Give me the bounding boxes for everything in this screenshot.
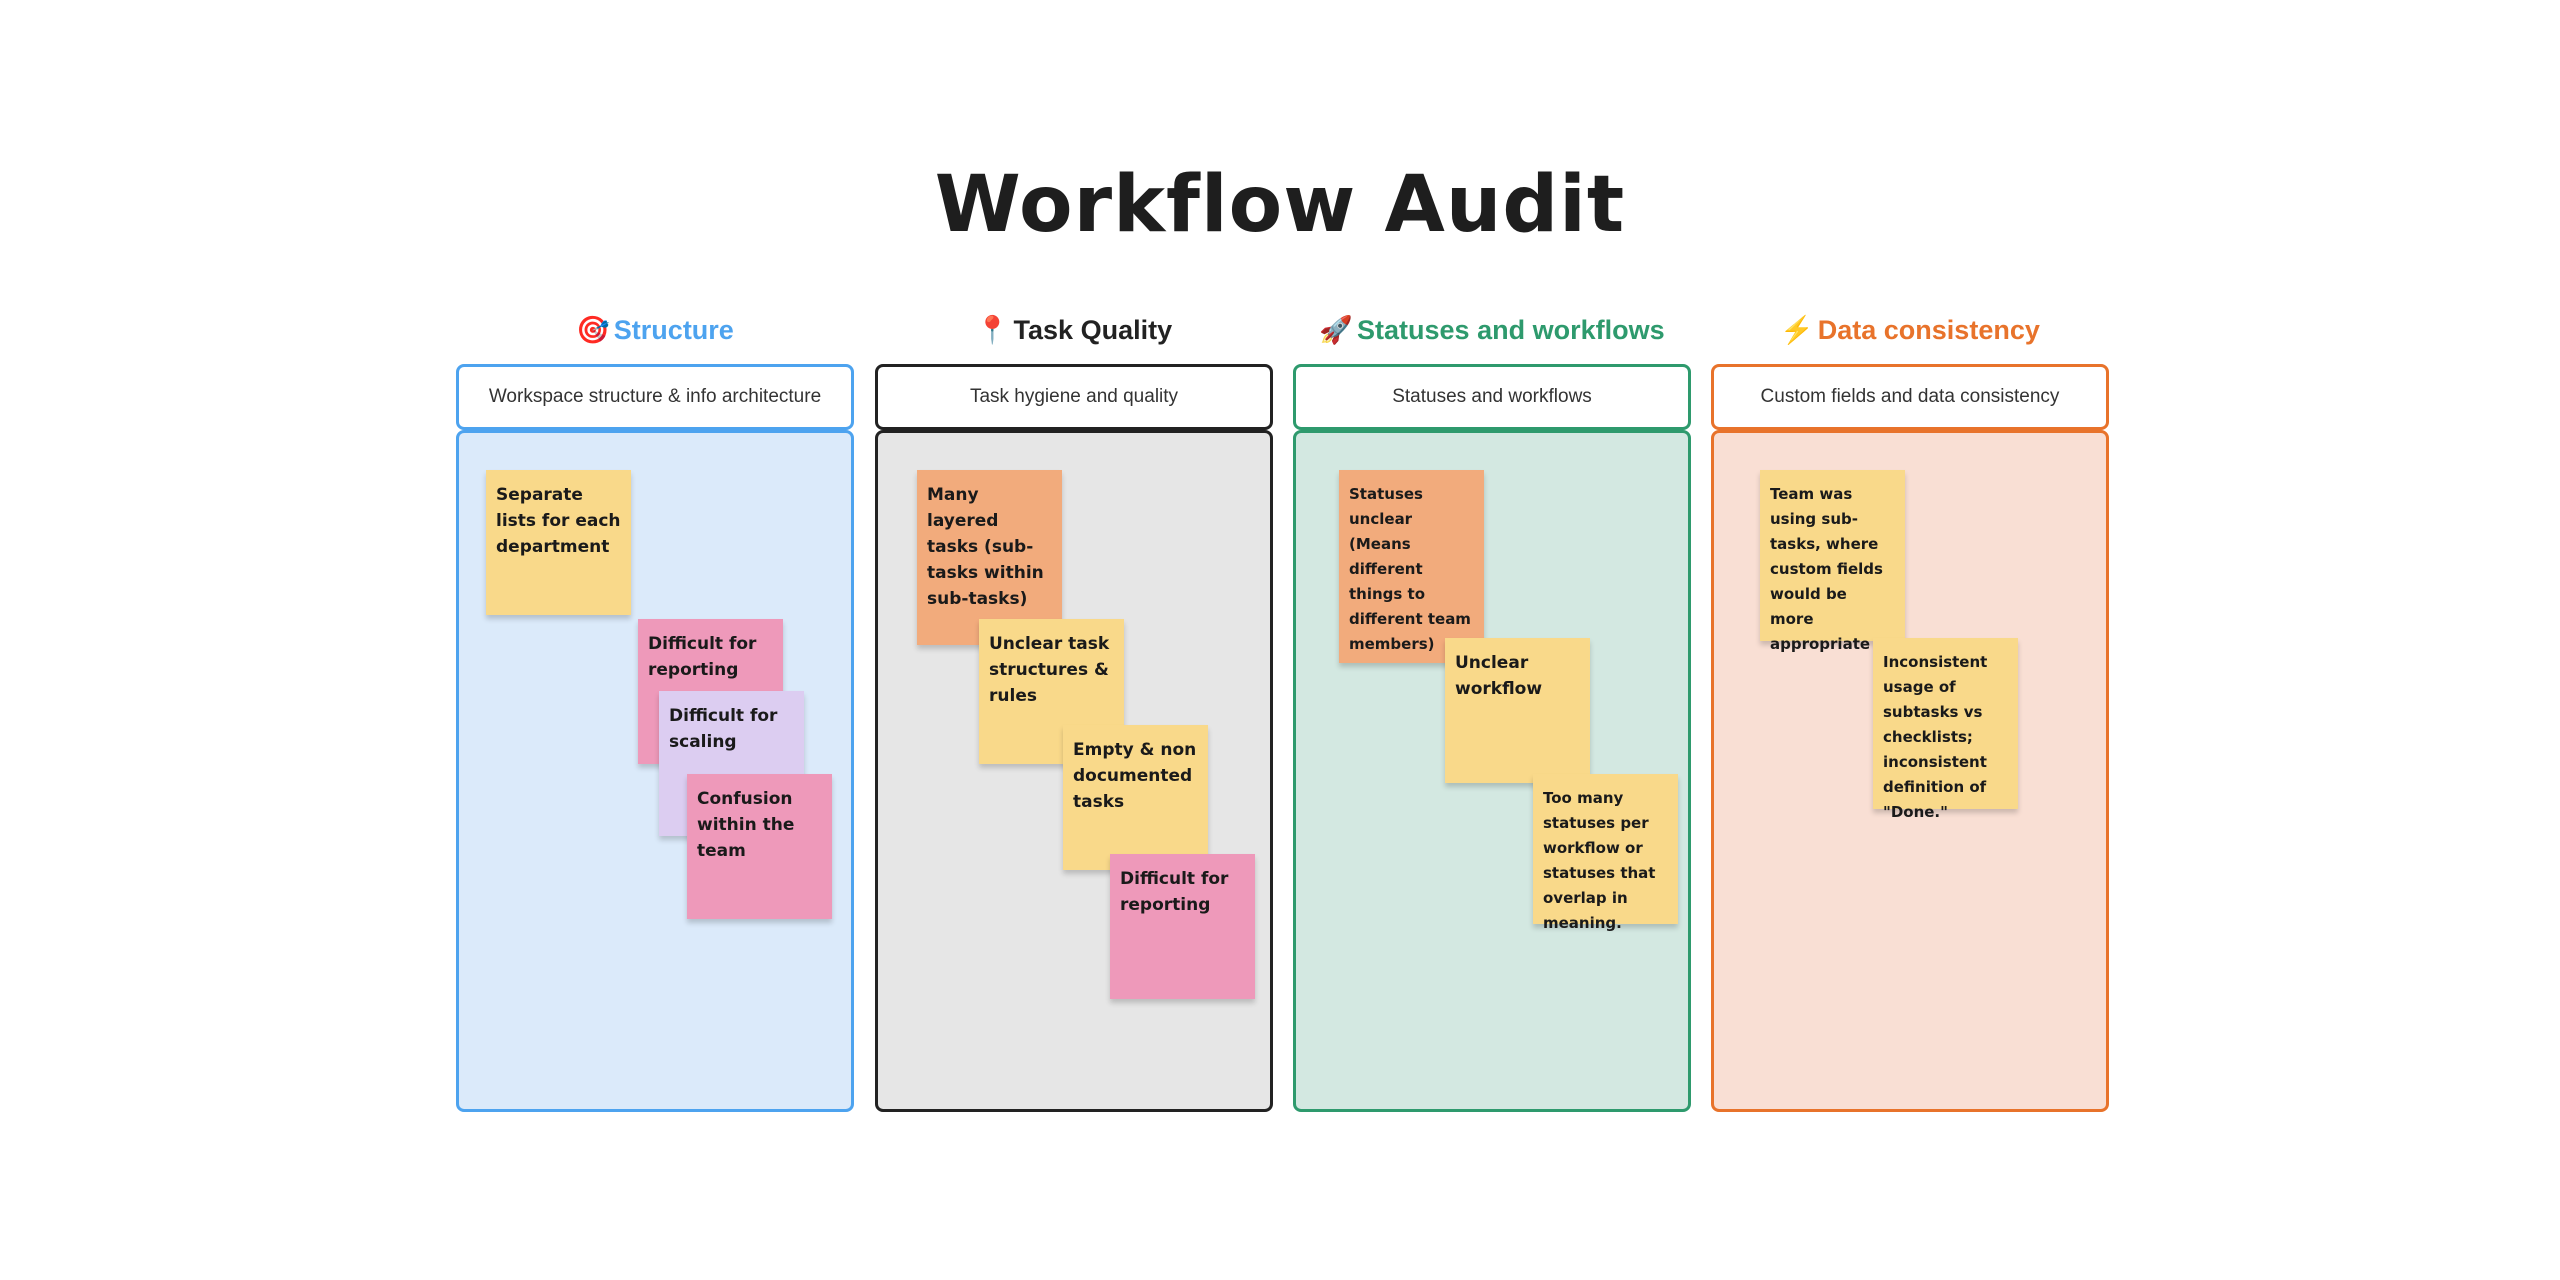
column-structure: 🎯Structure Workspace structure & info ar…: [456, 310, 854, 1112]
sticky-note[interactable]: Confusion within the team: [687, 774, 832, 919]
column-subtitle: Task hygiene and quality: [969, 386, 1179, 407]
column-emoji-icon: 🚀: [1319, 315, 1354, 345]
column-subtitle-box[interactable]: Custom fields and data consistency: [1711, 364, 2109, 430]
column-emoji-icon: 📍: [975, 315, 1010, 345]
column-subtitle: Workspace structure & info architecture: [488, 386, 822, 407]
column-heading: 🚀Statuses and workflows: [1253, 310, 1731, 350]
column-subtitle-box[interactable]: Task hygiene and quality: [875, 364, 1273, 430]
column-body[interactable]: Many layered tasks (sub-tasks within sub…: [875, 430, 1273, 1112]
sticky-note[interactable]: Team was using sub-tasks, where custom f…: [1760, 470, 1905, 653]
sticky-note[interactable]: Too many statuses per workflow or status…: [1533, 774, 1678, 932]
column-subtitle-box[interactable]: Workspace structure & info architecture: [456, 364, 854, 430]
sticky-note[interactable]: Difficult for reporting: [1110, 854, 1255, 999]
column-emoji-icon: ⚡: [1780, 315, 1814, 345]
column-heading: 📍Task Quality: [835, 310, 1313, 350]
column-heading: ⚡Data consistency: [1671, 310, 2149, 350]
board-title: Workflow Audit: [934, 160, 1626, 250]
sticky-note[interactable]: Empty & non documented tasks: [1063, 725, 1208, 870]
column-task-quality: 📍Task Quality Task hygiene and quality M…: [875, 310, 1273, 1112]
column-body[interactable]: Team was using sub-tasks, where custom f…: [1711, 430, 2109, 1112]
column-heading-text: Data consistency: [1817, 315, 2040, 345]
sticky-note[interactable]: Many layered tasks (sub-tasks within sub…: [917, 470, 1062, 645]
column-subtitle: Custom fields and data consistency: [1760, 386, 2060, 407]
column-data-consistency: ⚡Data consistency Custom fields and data…: [1711, 310, 2109, 1112]
sticky-note[interactable]: Statuses unclear (Means different things…: [1339, 470, 1484, 663]
column-subtitle-box[interactable]: Statuses and workflows: [1293, 364, 1691, 430]
sticky-note[interactable]: Inconsistent usage of subtasks vs checkl…: [1873, 638, 2018, 821]
column-heading: 🎯Structure: [416, 310, 894, 350]
column-body[interactable]: Statuses unclear (Means different things…: [1293, 430, 1691, 1112]
sticky-note[interactable]: Unclear workflow: [1445, 638, 1590, 783]
column-heading-text: Task Quality: [1013, 315, 1173, 345]
column-statuses-and-workflows: 🚀Statuses and workflows Statuses and wor…: [1293, 310, 1691, 1112]
column-subtitle: Statuses and workflows: [1392, 386, 1592, 407]
column-emoji-icon: 🎯: [576, 315, 610, 345]
column-heading-text: Statuses and workflows: [1357, 315, 1665, 345]
column-heading-text: Structure: [613, 315, 734, 345]
sticky-note[interactable]: Separate lists for each department: [486, 470, 631, 615]
